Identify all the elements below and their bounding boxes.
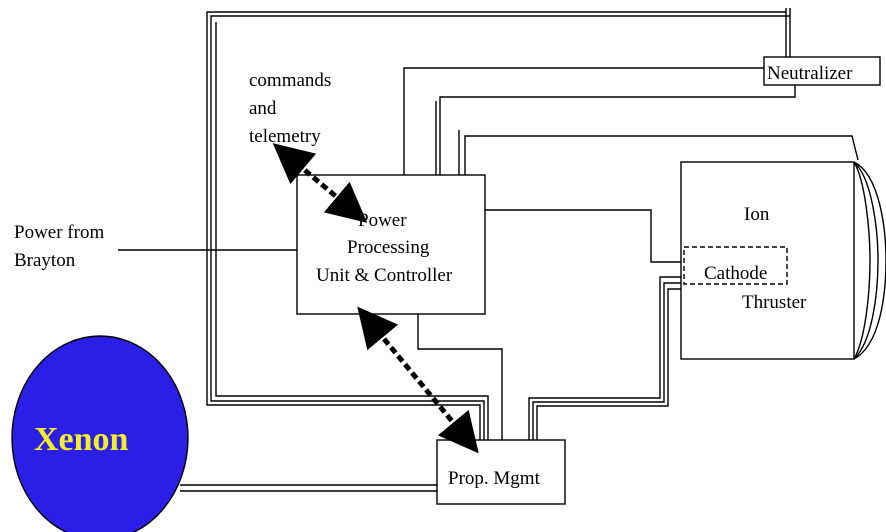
ppu-label-line2: Processing xyxy=(347,237,430,258)
prop-mgmt-label: Prop. Mgmt xyxy=(448,468,541,489)
xenon-label: Xenon xyxy=(34,421,129,458)
power-from-label-line2: Brayton xyxy=(14,250,76,271)
thruster-label: Thruster xyxy=(742,292,807,313)
neutralizer-label: Neutralizer xyxy=(767,63,853,84)
cathode-label: Cathode xyxy=(704,263,767,284)
ppu-label-line3: Unit & Controller xyxy=(316,265,453,286)
outer-feed-bus xyxy=(206,8,791,440)
commands-label-line2: and xyxy=(249,98,277,119)
power-from-label-line1: Power from xyxy=(14,222,104,243)
xenon-tank xyxy=(11,335,189,532)
ppu-to-prop-wire xyxy=(417,314,503,440)
neutralizer-box xyxy=(763,56,881,86)
commands-label-line3: telemetry xyxy=(249,126,321,147)
ion-label: Ion xyxy=(744,204,770,225)
ppu-prop-arrow xyxy=(357,306,479,454)
thruster-wires xyxy=(456,130,859,263)
neutralizer-wires xyxy=(403,67,796,175)
cathode-feed-wires xyxy=(528,276,682,440)
xenon-feed-lines xyxy=(180,484,438,492)
cathode-box xyxy=(683,246,788,285)
ppu-label-line1: Power xyxy=(358,210,407,231)
commands-arrow xyxy=(272,143,368,223)
commands-label-line1: commands xyxy=(249,70,331,91)
